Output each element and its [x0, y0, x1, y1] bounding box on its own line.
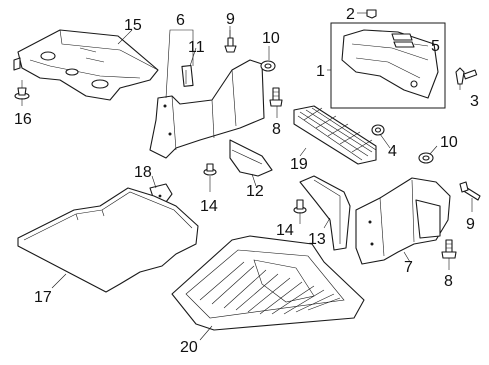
callout-8-mid: 8 — [272, 121, 281, 138]
callout-8-bottom: 8 — [444, 273, 453, 290]
part-15-package-tray — [13, 29, 159, 101]
callout-6: 6 — [176, 12, 185, 29]
callout-9-top: 9 — [226, 11, 235, 28]
part-9-pin-top — [224, 30, 237, 53]
part-14-screw-left — [203, 163, 217, 182]
callout-17: 17 — [34, 289, 52, 306]
part-17-load-floor — [17, 187, 199, 293]
callout-20: 20 — [180, 339, 198, 356]
callout-numbers: 15 16 6 11 9 10 8 2 1 5 3 4 10 19 12 14 … — [14, 6, 479, 356]
callout-15: 15 — [124, 17, 142, 34]
part-19-cargo-net — [293, 105, 377, 165]
part-10-clip-top — [260, 60, 276, 72]
part-16-clip — [14, 80, 30, 100]
callout-9-right: 9 — [466, 216, 475, 233]
part-9-pin-right — [459, 181, 481, 201]
part-1-rear-trim-panel — [330, 22, 446, 109]
callout-3: 3 — [470, 93, 479, 110]
callout-2: 2 — [346, 6, 355, 23]
callout-19: 19 — [290, 156, 308, 173]
callout-10-right: 10 — [440, 134, 458, 151]
callout-16: 16 — [14, 111, 32, 128]
leader-lines — [21, 12, 473, 341]
part-7-right-quarter-trim — [355, 177, 451, 265]
part-2-clip — [366, 9, 377, 19]
callout-11: 11 — [188, 39, 205, 56]
part-4-clip — [371, 124, 385, 136]
part-13-side-trim — [299, 175, 351, 251]
callout-10-top: 10 — [262, 30, 280, 47]
callout-12: 12 — [246, 183, 264, 200]
part-3-pin — [455, 67, 478, 85]
callout-5: 5 — [431, 38, 440, 55]
callout-18: 18 — [134, 164, 152, 181]
part-20-cargo-mat — [171, 235, 365, 331]
part-8-bolt-bottom — [441, 239, 457, 259]
part-10-clip-right — [418, 152, 434, 164]
callout-4: 4 — [388, 143, 397, 160]
callout-7: 7 — [404, 259, 413, 276]
part-12-bracket — [229, 139, 273, 177]
part-14-screw-right — [293, 199, 307, 214]
part-8-bolt-mid — [269, 87, 283, 107]
callout-1: 1 — [316, 63, 325, 80]
callout-14-right: 14 — [276, 222, 294, 239]
callout-14-left: 14 — [200, 198, 218, 215]
part-6-left-quarter-trim — [149, 59, 265, 159]
callout-13: 13 — [308, 231, 326, 248]
